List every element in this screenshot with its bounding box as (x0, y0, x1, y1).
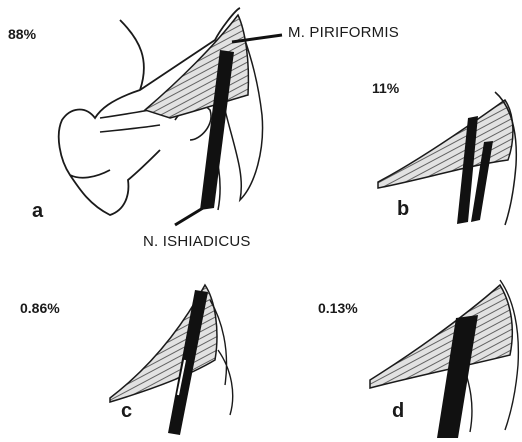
piriformis-muscle (145, 15, 248, 118)
panel-d-muscle (370, 285, 512, 388)
panel-b-muscle (378, 100, 513, 188)
panel-a-drawing (59, 8, 282, 225)
panel-d-percentage: 0.13% (318, 300, 358, 316)
panel-a-letter: a (32, 200, 43, 223)
nerve-label: N. ISHIADICUS (143, 233, 251, 250)
panel-c-percentage: 0.86% (20, 300, 60, 316)
nerve-leader-line (175, 208, 203, 225)
panel-a-percentage: 88% (8, 26, 36, 42)
muscle-label: M. PIRIFORMIS (288, 24, 399, 41)
panel-d-letter: d (392, 400, 404, 423)
panel-b-letter: b (397, 198, 409, 221)
panel-b-percentage: 11% (372, 80, 399, 96)
panel-c-letter: c (121, 400, 132, 423)
